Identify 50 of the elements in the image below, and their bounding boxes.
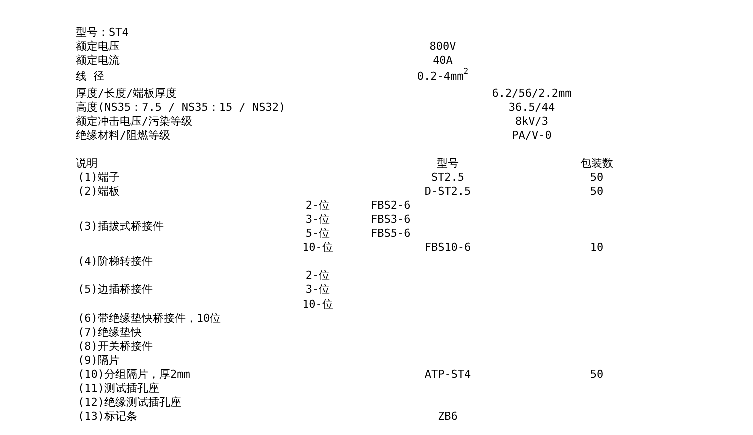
cell-value: 800V xyxy=(430,40,456,53)
row-label: (11)测试插孔座 xyxy=(78,382,160,395)
row-label: 额定电流 xyxy=(76,54,120,67)
cell-value: 10 xyxy=(590,241,604,254)
row-label: 型号：ST4 xyxy=(76,26,129,39)
column-header: 型号 xyxy=(437,157,459,170)
column-header: 包装数 xyxy=(580,157,614,170)
cell-value: 10-位 xyxy=(302,298,334,311)
cell-value: FBS5-6 xyxy=(371,227,411,240)
row-label: (4)阶梯转接件 xyxy=(78,255,153,268)
row-label: (8)开关桥接件 xyxy=(78,340,153,353)
column-header: 说明 xyxy=(76,157,98,170)
cell-value: 6.2/56/2.2mm xyxy=(492,87,572,100)
cell-value: 0.2-4mm$^{2}$ xyxy=(417,70,469,83)
row-label: (13)标记条 xyxy=(78,410,138,423)
cell-value: 2-位 xyxy=(306,269,330,282)
cell-value: 50 xyxy=(590,368,604,381)
row-label: 厚度/长度/端板厚度 xyxy=(76,87,178,100)
row-label: (7)绝缘垫快 xyxy=(78,326,142,339)
row-label: 线 径 xyxy=(76,70,105,83)
row-label: (5)边插桥接件 xyxy=(78,283,153,296)
row-label: 高度(NS35：7.5 / NS35：15 / NS32) xyxy=(76,101,286,114)
cell-value: 36.5/44 xyxy=(508,101,556,114)
cell-value: FBS10-6 xyxy=(424,241,472,254)
cell-value: 3-位 xyxy=(306,283,330,296)
cell-value: ST2.5 xyxy=(431,171,465,184)
row-label: 绝缘材料/阻燃等级 xyxy=(76,129,171,142)
cell-value: FBS3-6 xyxy=(371,213,411,226)
cell-value: D-ST2.5 xyxy=(424,185,472,198)
row-label: (6)带绝缘垫快桥接件，10位 xyxy=(78,312,222,325)
cell-value: PA/V-0 xyxy=(512,129,552,142)
cell-value: 10-位 xyxy=(302,241,334,254)
row-label: 额定冲击电压/污染等级 xyxy=(76,115,193,128)
cell-value: 8kV/3 xyxy=(515,115,549,128)
cell-value: 5-位 xyxy=(306,227,330,240)
row-label: (1)端子 xyxy=(78,171,120,184)
cell-value: ZB6 xyxy=(438,410,458,423)
row-label: (10)分组隔片，厚2mm xyxy=(78,368,190,381)
cell-value: 3-位 xyxy=(306,213,330,226)
row-label: (12)绝缘测试插孔座 xyxy=(78,396,182,409)
row-label: (9)隔片 xyxy=(78,354,120,367)
cell-value: 2-位 xyxy=(306,199,330,212)
cell-value: FBS2-6 xyxy=(371,199,411,212)
cell-value: 50 xyxy=(590,171,604,184)
row-label: (2)端板 xyxy=(78,185,120,198)
cell-value: 50 xyxy=(590,185,604,198)
cell-value: ATP-ST4 xyxy=(424,368,472,381)
row-label: 额定电压 xyxy=(76,40,120,53)
cell-value: 40A xyxy=(433,54,453,67)
row-label: (3)插拔式桥接件 xyxy=(78,220,164,233)
